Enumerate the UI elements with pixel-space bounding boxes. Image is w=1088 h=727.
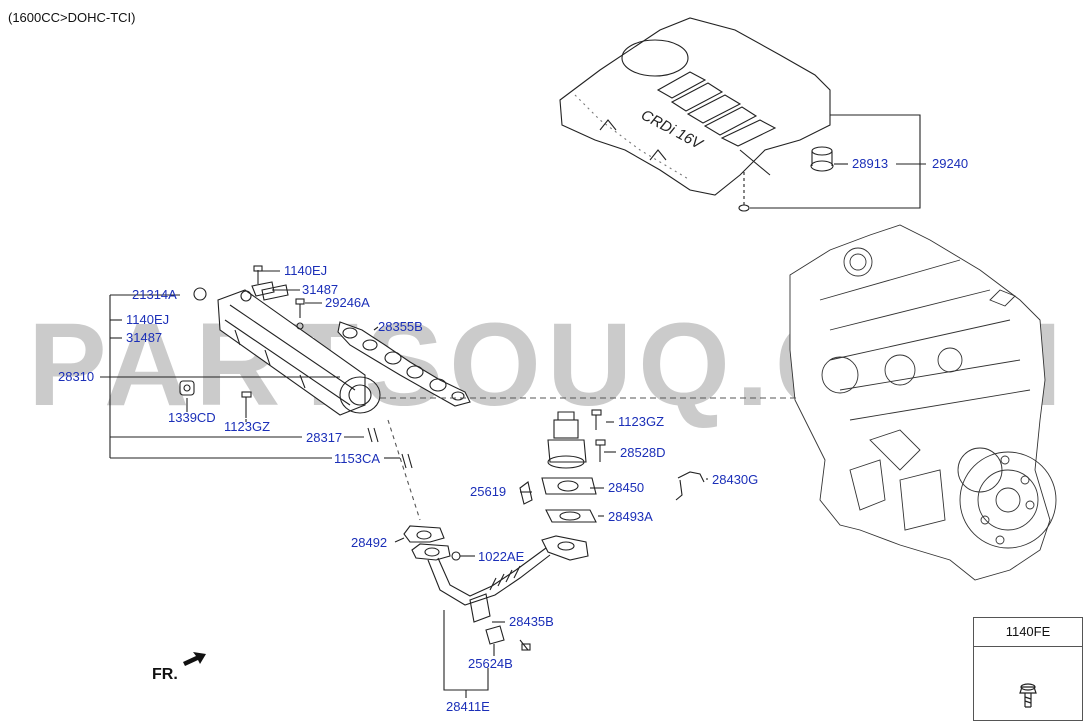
legend-part-number[interactable]: 1140FE [974, 618, 1082, 647]
nut-1022AE[interactable] [451, 551, 461, 561]
bracket-31487[interactable] [261, 284, 289, 301]
legend-box: 1140FE [973, 617, 1083, 721]
callout-29240[interactable]: 29240 [932, 156, 969, 171]
callout-28493A[interactable]: 28493A [608, 509, 653, 524]
egr-pipe[interactable] [403, 525, 589, 606]
bolt-25624B[interactable] [485, 625, 531, 651]
bracket-28435B[interactable] [469, 593, 491, 623]
engine-spec-title: (1600CC>DOHC-TCI) [8, 10, 136, 25]
callout-25619[interactable]: 25619 [470, 484, 507, 499]
stud-28317[interactable] [367, 427, 379, 443]
engine-cover[interactable] [559, 17, 831, 196]
callout-28913[interactable]: 28913 [852, 156, 889, 171]
clamp-25619[interactable] [519, 481, 533, 505]
callout-1123GZ-right[interactable]: 1123GZ [618, 414, 665, 429]
grommet-part[interactable] [810, 146, 834, 172]
bolt-1140EJ[interactable] [251, 265, 275, 297]
callout-28492[interactable]: 28492 [351, 535, 388, 550]
bolt-29246A[interactable] [295, 298, 305, 330]
callout-1123GZ-left[interactable]: 1123GZ [224, 419, 271, 434]
stud-1153CA[interactable] [401, 453, 413, 469]
egr-cooler[interactable] [217, 289, 381, 416]
cover-washer[interactable] [738, 204, 750, 212]
callout-31487-top[interactable]: 31487 [302, 282, 339, 297]
callout-1153CA[interactable]: 1153CA [334, 451, 381, 466]
callout-29246A[interactable]: 29246A [325, 295, 370, 310]
callout-1339CD[interactable]: 1339CD [168, 410, 216, 425]
bolt-1123GZ-right[interactable] [591, 409, 602, 430]
callout-28528D[interactable]: 28528D [620, 445, 666, 460]
bolt-28528D[interactable] [595, 439, 606, 462]
gasket-28355B[interactable] [337, 321, 471, 407]
callout-28355B[interactable]: 28355B [378, 319, 423, 334]
callout-28411E[interactable]: 28411E [446, 699, 490, 714]
plug-21314A[interactable] [193, 287, 207, 301]
callout-28310[interactable]: 28310 [58, 369, 95, 384]
nut-1339CD[interactable] [179, 380, 195, 396]
callout-25624B[interactable]: 25624B [468, 656, 513, 671]
engine-block [789, 224, 1057, 581]
callout-31487-left[interactable]: 31487 [126, 330, 163, 345]
callout-28435B[interactable]: 28435B [509, 614, 554, 629]
callout-28450[interactable]: 28450 [608, 480, 645, 495]
cover-oil-hole [621, 39, 689, 77]
gasket-28493A[interactable] [545, 509, 597, 523]
bolt-icon [1019, 683, 1037, 708]
front-direction-label: FR. [152, 666, 178, 683]
front-arrow-icon [183, 652, 206, 666]
egr-valve[interactable] [541, 411, 597, 495]
callout-28430G[interactable]: 28430G [712, 472, 759, 487]
callout-21314A[interactable]: 21314A [132, 287, 177, 302]
callout-1022AE[interactable]: 1022AE [478, 549, 525, 564]
callout-1140EJ-left[interactable]: 1140EJ [126, 312, 170, 327]
bolt-1123GZ-left[interactable] [241, 391, 252, 418]
callout-1140EJ-top[interactable]: 1140EJ [284, 263, 328, 278]
callout-28317[interactable]: 28317 [306, 430, 343, 445]
hose-28430G[interactable] [675, 471, 705, 501]
